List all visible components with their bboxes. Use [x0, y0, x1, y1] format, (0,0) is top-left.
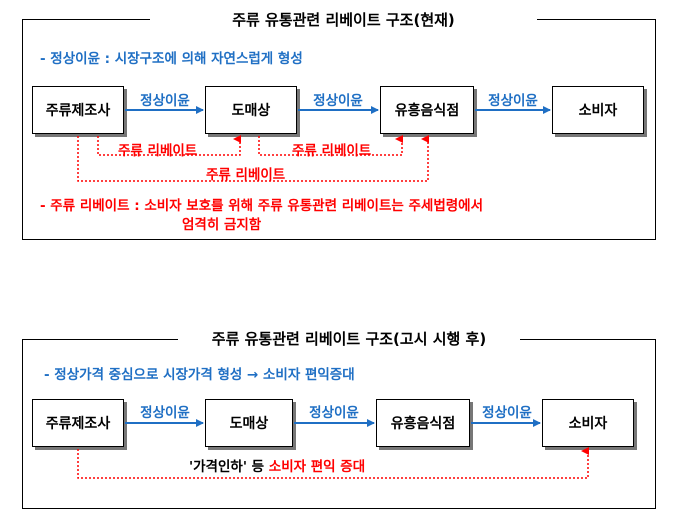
rebate-path-manufacturer-wholesaler [97, 135, 241, 156]
flow-label-manufacturer-wholesaler-after: 정상이윤 [140, 405, 190, 421]
current-panel-title: 주류 유통관련 리베이트 구조(현재) [150, 9, 537, 30]
flow-label-wholesaler-venue: 정상이윤 [313, 93, 363, 109]
entertainment-venue-box-after: 유흥음식점 [376, 399, 470, 447]
consumer-box-after: 소비자 [542, 399, 634, 447]
current-structure-panel [22, 19, 656, 240]
market-price-note: - 정상가격 중심으로 시장가격 형성 → 소비자 편익증대 [44, 367, 355, 383]
rebate-path-manufacturer-venue [77, 135, 429, 182]
manufacturer-box: 주류제조사 [32, 86, 124, 134]
normal-profit-note: - 정상이윤 : 시장구조에 의해 자연스럽게 형성 [40, 51, 303, 67]
flow-label-manufacturer-wholesaler: 정상이윤 [140, 93, 190, 109]
flow-label-venue-consumer-after: 정상이윤 [482, 405, 532, 421]
rebate-prohibition-note-line2: 엄격히 금지함 [182, 217, 262, 233]
manufacturer-box-after: 주류제조사 [32, 399, 124, 447]
after-panel-title: 주류 유통관련 리베이트 구조(고시 시행 후) [178, 328, 520, 349]
wholesaler-box-after: 도매상 [205, 399, 293, 447]
benefit-path-manufacturer-consumer [77, 447, 589, 479]
wholesaler-box: 도매상 [205, 86, 297, 134]
rebate-label-wholesaler-venue: 주류 리베이트 [290, 139, 374, 159]
flow-label-venue-consumer: 정상이윤 [488, 93, 538, 109]
consumer-benefit-label: '가격인하' 등 소비자 편익 증대 [186, 455, 369, 475]
consumer-benefit-text: 소비자 편익 증대 [268, 459, 366, 475]
rebate-prohibition-note-line1: - 주류 리베이트 : 소비자 보호를 위해 주류 유통관련 리베이트는 주세법… [40, 198, 484, 214]
rebate-path-wholesaler-venue [258, 135, 403, 156]
flow-label-wholesaler-venue-after: 정상이윤 [309, 405, 359, 421]
entertainment-venue-box: 유흥음식점 [380, 86, 474, 134]
rebate-label-manufacturer-venue: 주류 리베이트 [204, 163, 288, 183]
price-cut-text: '가격인하' 등 [189, 459, 265, 475]
consumer-box: 소비자 [552, 86, 644, 134]
rebate-label-manufacturer-wholesaler: 주류 리베이트 [116, 139, 200, 159]
